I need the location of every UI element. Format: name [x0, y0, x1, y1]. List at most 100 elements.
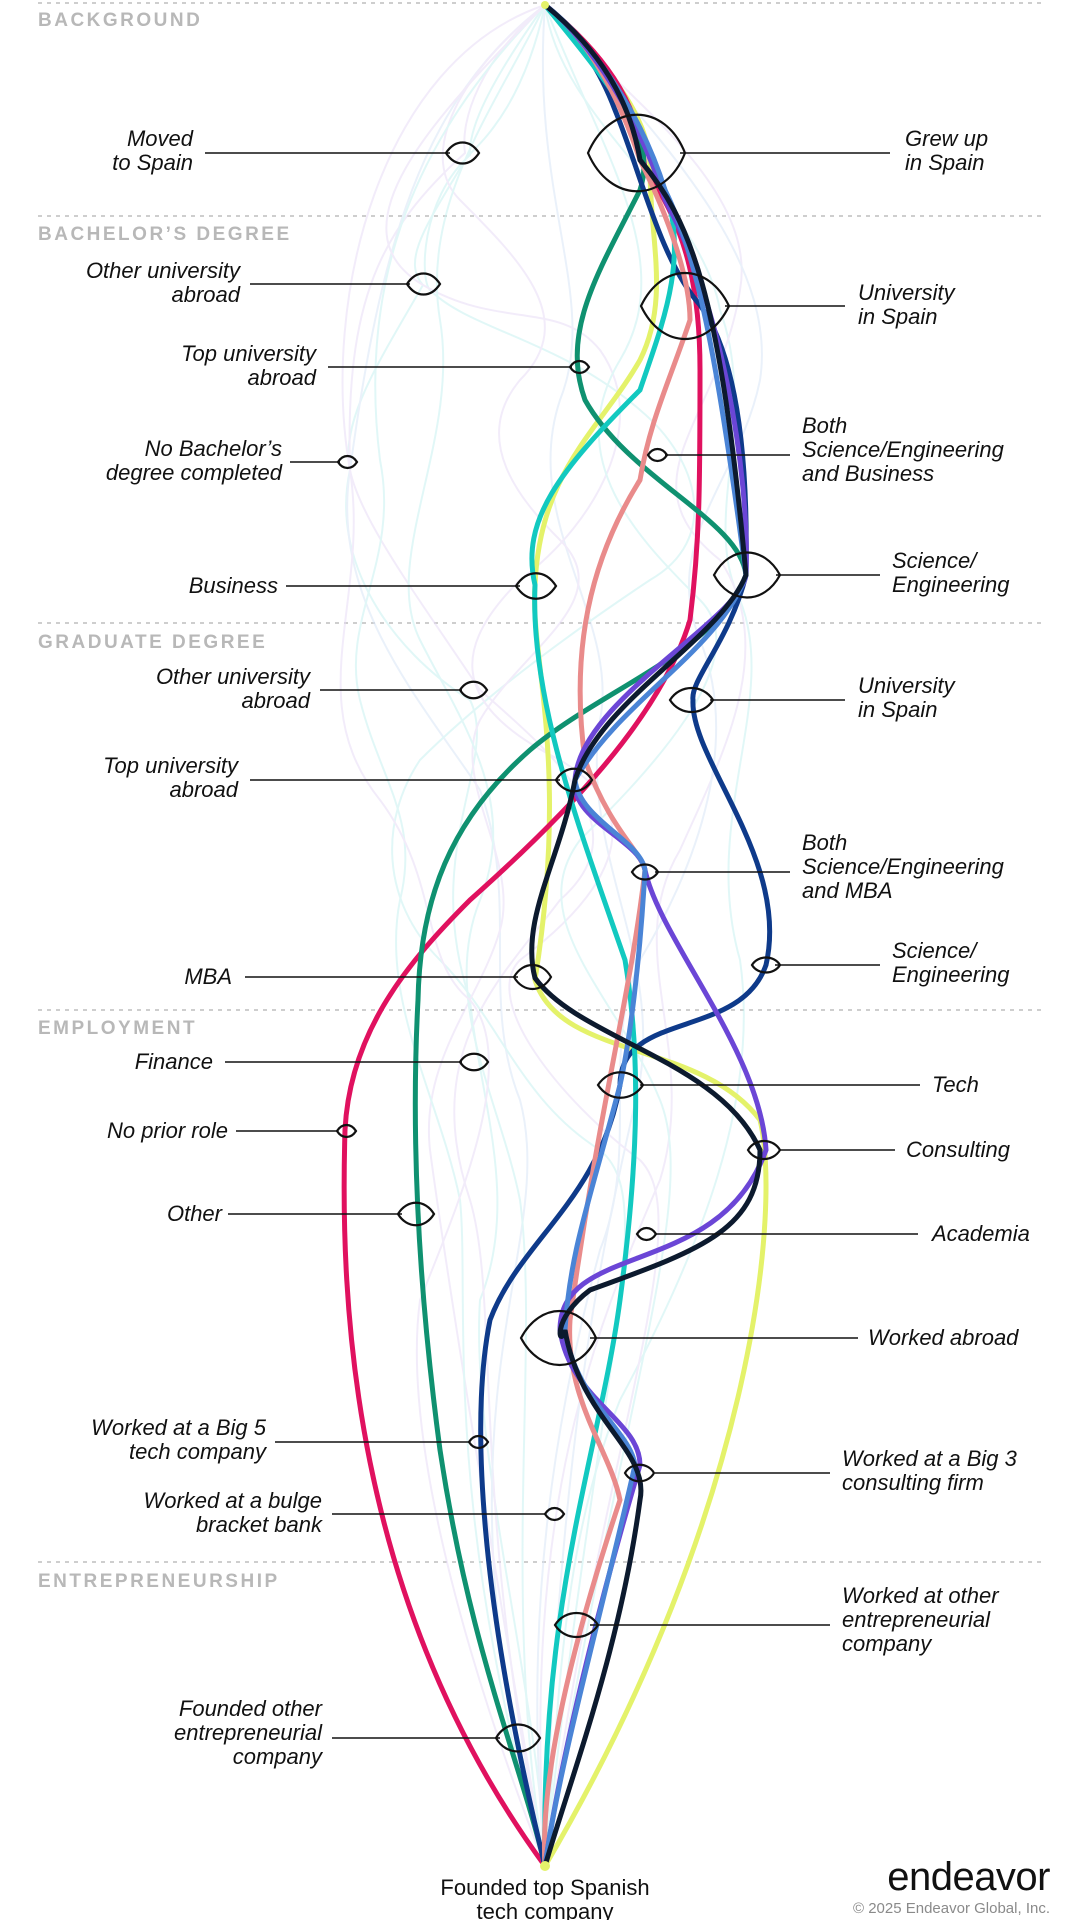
svg-text:Business: Business	[189, 573, 278, 598]
node-moved-to-spain[interactable]: Moved to Spain	[112, 126, 481, 175]
node-label-line: in Spain	[858, 697, 938, 722]
node-label-line: Worked at a Big 3	[842, 1446, 1018, 1471]
svg-text:Top university: Top university	[181, 341, 318, 366]
node-label-line: in Spain	[858, 304, 938, 329]
svg-text:Other: Other	[167, 1201, 224, 1226]
node-label-line: to Spain	[112, 150, 193, 175]
node-label-line: degree completed	[106, 460, 283, 485]
node-marker	[635, 1226, 658, 1242]
node-label-line: Grew up	[905, 126, 988, 151]
node-science-engineering-ba[interactable]: Science/ Engineering	[712, 548, 1010, 599]
svg-text:Both: Both	[802, 830, 847, 855]
node-grew-up-in-spain[interactable]: Grew up in Spain	[586, 113, 988, 193]
node-other-entrepreneurial-worked[interactable]: Worked at other entrepreneurial company	[553, 1583, 1000, 1656]
node-label-line: MBA	[184, 964, 232, 989]
node-label-line: Finance	[135, 1049, 213, 1074]
svg-text:Science/Engineering: Science/Engineering	[802, 854, 1005, 879]
journey-path-navy	[478, 2, 773, 1869]
node-label-line: and MBA	[802, 878, 893, 903]
node-label-line: entrepreneurial	[174, 1720, 323, 1745]
node-label-line: bracket bank	[196, 1512, 323, 1537]
node-tech[interactable]: Tech	[596, 1071, 979, 1099]
node-top-university-abroad-ba[interactable]: Top university abroad	[181, 341, 591, 390]
node-bulge-bracket[interactable]: Worked at a bulge bracket bank	[143, 1488, 566, 1537]
svg-text:Top university: Top university	[103, 753, 240, 778]
svg-text:No prior role: No prior role	[107, 1118, 228, 1143]
svg-text:company: company	[233, 1744, 324, 1769]
node-label-line: Academia	[930, 1221, 1030, 1246]
node-marker	[519, 1310, 598, 1366]
svg-text:in Spain: in Spain	[858, 697, 938, 722]
node-marker	[467, 1434, 490, 1450]
node-no-bachelors[interactable]: No Bachelor’s degree completed	[106, 436, 359, 485]
node-marker	[668, 686, 715, 714]
section-label-entrepreneurship: ENTREPRENEURSHIP	[38, 1571, 280, 1592]
svg-text:entrepreneurial: entrepreneurial	[174, 1720, 323, 1745]
node-label-line: Business	[189, 573, 278, 598]
svg-text:MBA: MBA	[184, 964, 232, 989]
section-dividers	[38, 2, 1045, 1563]
node-university-in-spain-grad[interactable]: University in Spain	[668, 673, 957, 722]
node-business[interactable]: Business	[189, 572, 558, 600]
node-big5-tech[interactable]: Worked at a Big 5 tech company	[91, 1415, 490, 1464]
start-point	[541, 1, 549, 9]
node-label-line: entrepreneurial	[842, 1607, 991, 1632]
node-big3-consulting[interactable]: Worked at a Big 3 consulting firm	[623, 1446, 1018, 1495]
node-marker	[639, 271, 731, 341]
node-other-university-abroad-grad[interactable]: Other university abroad	[156, 664, 489, 713]
node-founded-other[interactable]: Founded other entrepreneurial company	[174, 1696, 542, 1769]
node-other[interactable]: Other	[167, 1201, 436, 1227]
node-label-line: Science/Engineering	[802, 854, 1005, 879]
node-label-line: Moved	[127, 126, 194, 151]
endeavor-logo: endeavor	[887, 1855, 1050, 1899]
node-both-sci-eng-mba[interactable]: Both Science/Engineering and MBA	[630, 830, 1005, 903]
svg-text:abroad: abroad	[247, 365, 316, 390]
node-marker	[586, 113, 687, 193]
svg-text:entrepreneurial: entrepreneurial	[842, 1607, 991, 1632]
node-academia[interactable]: Academia	[635, 1221, 1030, 1246]
node-label-line: Science/Engineering	[802, 437, 1005, 462]
node-marker	[746, 1139, 782, 1161]
node-no-prior-role[interactable]: No prior role	[107, 1118, 358, 1143]
node-label-line: Founded other	[179, 1696, 324, 1721]
node-label-line: Top university	[181, 341, 318, 366]
journey-path-green	[412, 2, 749, 1869]
node-mba[interactable]: MBA	[184, 963, 553, 991]
endpoint-label-line: Founded top Spanish	[440, 1875, 649, 1900]
node-label-line: abroad	[169, 777, 238, 802]
svg-text:Worked at a Big 3: Worked at a Big 3	[842, 1446, 1018, 1471]
svg-text:Worked abroad: Worked abroad	[868, 1325, 1019, 1350]
node-marker	[405, 272, 442, 296]
node-label-line: Consulting	[906, 1137, 1011, 1162]
svg-text:and Business: and Business	[802, 461, 934, 486]
node-other-university-abroad-ba[interactable]: Other university abroad	[86, 258, 442, 307]
section-label-employment: EMPLOYMENT	[38, 1018, 197, 1039]
node-science-engineering-grad[interactable]: Science/ Engineering	[750, 938, 1010, 987]
node-top-university-abroad-grad[interactable]: Top university abroad	[103, 753, 594, 802]
node-marker	[623, 1463, 656, 1483]
node-label-line: abroad	[247, 365, 316, 390]
node-consulting[interactable]: Consulting	[746, 1137, 1011, 1162]
section-label-bachelors: BACHELOR’S DEGREE	[38, 224, 292, 245]
node-marker	[514, 572, 558, 600]
node-marker	[750, 956, 782, 974]
highlight-journeys	[341, 2, 773, 1869]
svg-text:No Bachelor’s: No Bachelor’s	[145, 436, 282, 461]
node-university-in-spain-ba[interactable]: University in Spain	[639, 271, 957, 341]
svg-text:abroad: abroad	[241, 688, 310, 713]
journey-path-black	[529, 2, 763, 1869]
end-point	[540, 1861, 550, 1871]
svg-text:Science/: Science/	[892, 548, 978, 573]
svg-text:Other university: Other university	[86, 258, 242, 283]
node-label-line: Both	[802, 413, 847, 438]
svg-text:Tech: Tech	[932, 1072, 979, 1097]
section-labels: BACKGROUND BACHELOR’S DEGREE GRADUATE DE…	[38, 10, 292, 1592]
node-finance[interactable]: Finance	[135, 1049, 490, 1074]
node-worked-abroad[interactable]: Worked abroad	[519, 1310, 1019, 1366]
node-both-sci-eng-business[interactable]: Both Science/Engineering and Business	[646, 413, 1005, 486]
svg-text:in Spain: in Spain	[858, 304, 938, 329]
endpoint-label-line: tech company	[477, 1899, 614, 1920]
svg-text:and MBA: and MBA	[802, 878, 893, 903]
node-label-line: Science/	[892, 548, 978, 573]
